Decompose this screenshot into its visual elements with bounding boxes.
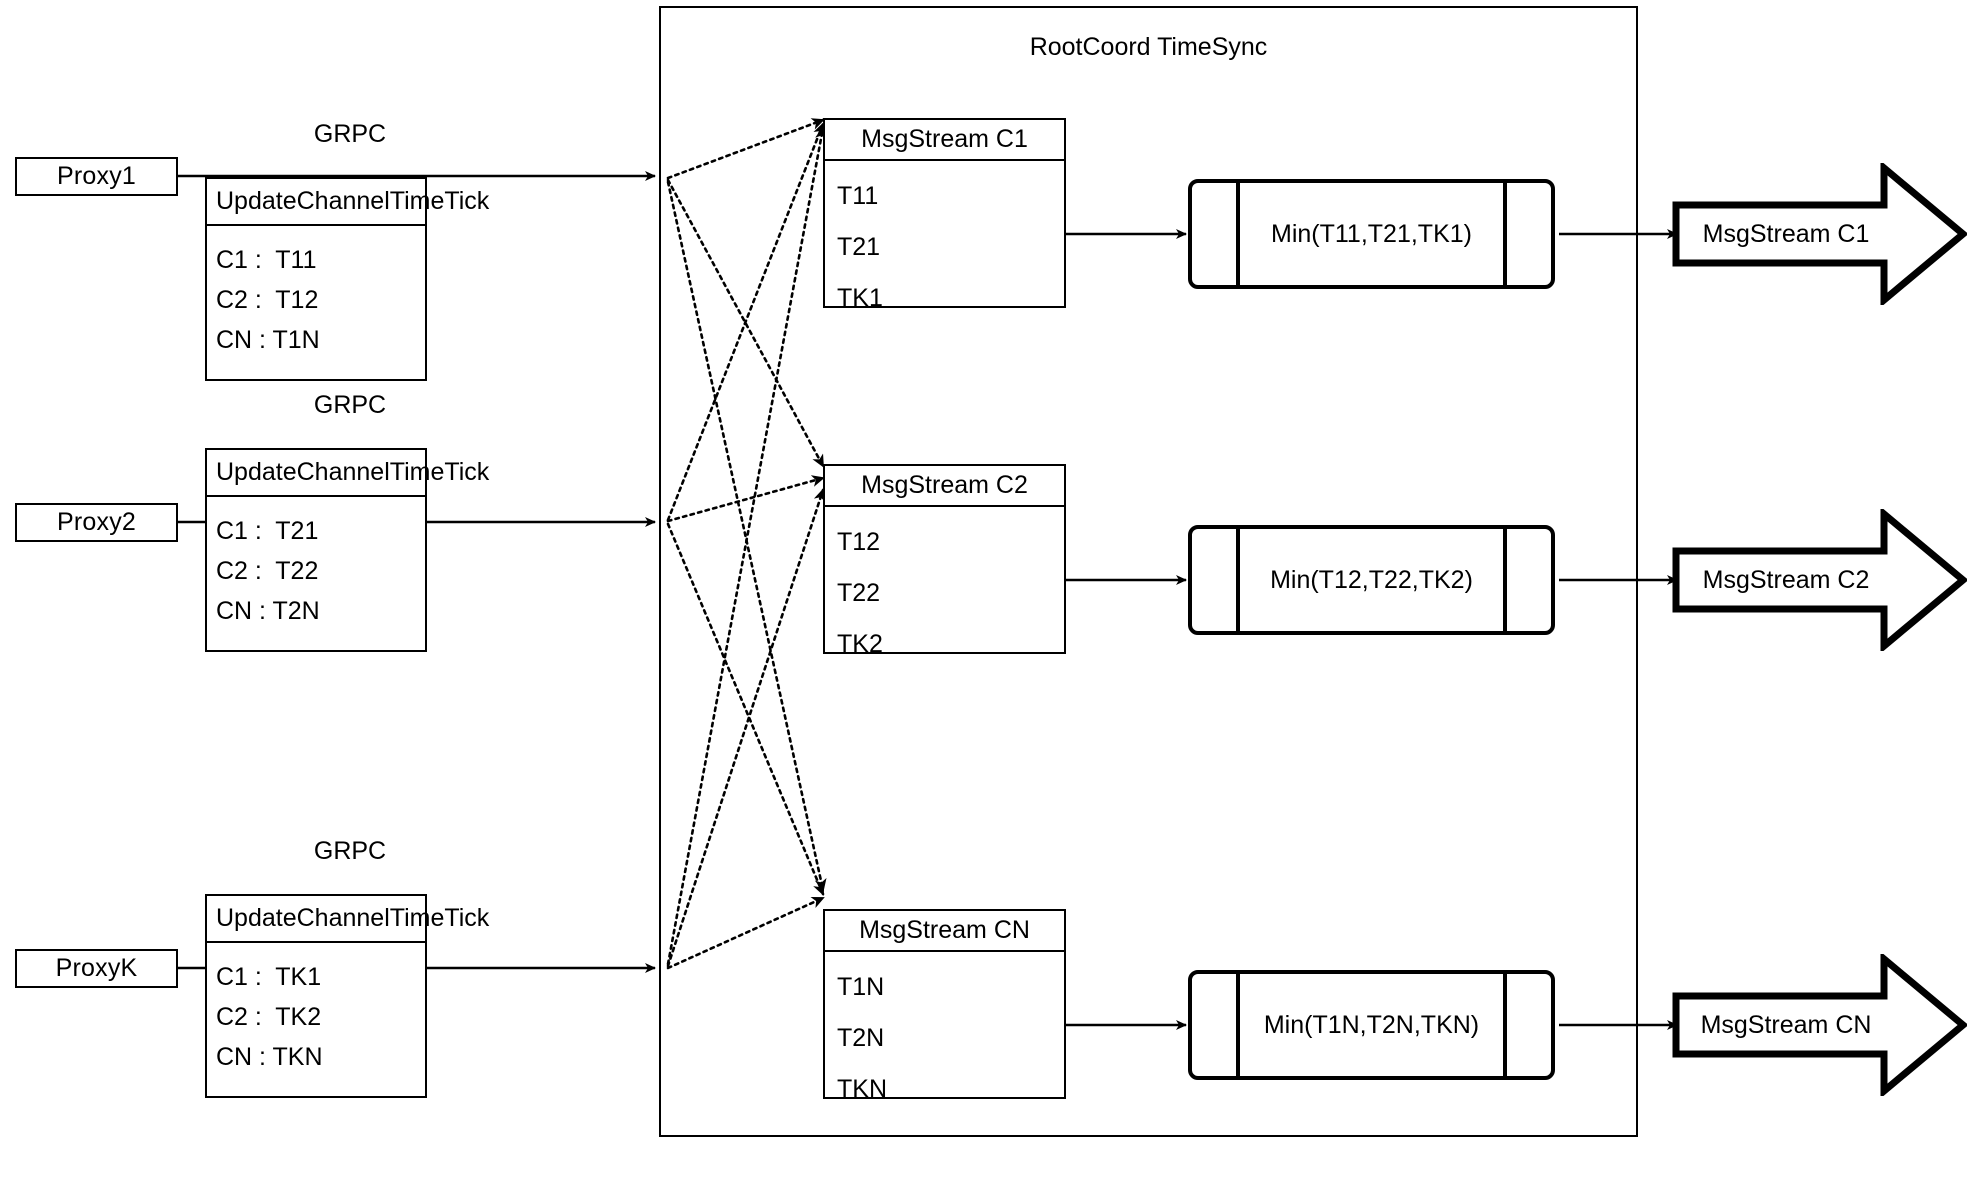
min-label-cn: Min(T1N,T2N,TKN) [1263,1010,1480,1039]
block-arrow-shape-c2 [1672,509,1967,651]
proxy-box-proxyk[interactable]: ProxyK [15,949,178,988]
msgstream-title-c2: MsgStream C2 [825,466,1064,507]
tick-row: CN : T2N [216,597,320,625]
msgstream-tick: T22 [837,579,881,607]
msgstream-tick: T2N [837,1024,885,1052]
updatechanneltimetick-rows-proxyk: C1 : TK1 C2 : TK2 CN : TKN [207,943,425,1077]
msgstream-box-c2: MsgStream C2 T12 T22 TK2 [823,464,1066,658]
tick-row: C2 : TK2 [216,1003,322,1031]
grpc-label-proxy1: GRPC [313,120,387,148]
updatechanneltimetick-title-proxy1: UpdateChannelTimeTick [207,179,489,226]
grpc-label-proxyk: GRPC [313,837,387,865]
block-arrow-shape-cn [1672,954,1967,1096]
msgstream-tick: T21 [837,233,881,261]
tick-row: C2 : T12 [216,286,319,314]
min-label-c2: Min(T12,T22,TK2) [1270,565,1473,594]
msgstream-title-cn: MsgStream CN [825,911,1064,952]
updatechanneltimetick-title-proxyk: UpdateChannelTimeTick [207,896,489,943]
output-block-arrow-c2: MsgStream C2 [1672,509,1967,651]
output-block-arrow-c1: MsgStream C1 [1672,163,1967,305]
tick-row: C1 : T21 [216,517,319,545]
rootcoord-timesync-title: RootCoord TimeSync [1029,33,1268,61]
block-arrow-shape-c1 [1672,163,1967,305]
rootcoord-timesync-container [659,6,1638,1137]
proxy-label-proxy2: Proxy2 [56,508,136,536]
grpc-label-proxy2: GRPC [313,391,387,419]
min-box-cn: Min(T1N,T2N,TKN) [1188,970,1555,1080]
min-box-c1: Min(T11,T21,TK1) [1188,179,1555,289]
proxy-box-proxy2[interactable]: Proxy2 [15,503,178,542]
updatechanneltimetick-box-proxy1: UpdateChannelTimeTick C1 : T11 C2 : T12 … [205,177,489,381]
updatechanneltimetick-title-proxy2: UpdateChannelTimeTick [207,450,489,497]
output-block-arrow-cn: MsgStream CN [1672,954,1967,1096]
updatechanneltimetick-box-proxy2: UpdateChannelTimeTick C1 : T21 C2 : T22 … [205,448,489,652]
msgstream-box-c1: MsgStream C1 T11 T21 TK1 [823,118,1066,312]
tick-row: CN : T1N [216,326,320,354]
msgstream-title-c1: MsgStream C1 [825,120,1064,161]
msgstream-tick: T11 [837,182,879,210]
msgstream-box-cn: MsgStream CN T1N T2N TKN [823,909,1066,1103]
proxy-label-proxy1: Proxy1 [56,162,136,190]
updatechanneltimetick-rows-proxy1: C1 : T11 C2 : T12 CN : T1N [207,226,425,360]
min-label-c1: Min(T11,T21,TK1) [1271,219,1472,248]
proxy-label-proxyk: ProxyK [55,954,138,982]
output-label-c1: MsgStream C1 [1702,219,1870,248]
msgstream-ticks-c1: T11 T21 TK1 [825,161,1064,324]
msgstream-tick: T12 [837,528,881,556]
output-label-c2: MsgStream C2 [1702,565,1870,594]
msgstream-tick: TK1 [837,284,883,312]
tick-row: C1 : TK1 [216,963,322,991]
msgstream-ticks-c2: T12 T22 TK2 [825,507,1064,670]
updatechanneltimetick-rows-proxy2: C1 : T21 C2 : T22 CN : T2N [207,497,425,631]
tick-row: CN : TKN [216,1043,323,1071]
output-label-cn: MsgStream CN [1700,1010,1872,1039]
proxy-box-proxy1[interactable]: Proxy1 [15,157,178,196]
msgstream-ticks-cn: T1N T2N TKN [825,952,1064,1115]
updatechanneltimetick-box-proxyk: UpdateChannelTimeTick C1 : TK1 C2 : TK2 … [205,894,489,1098]
msgstream-tick: TKN [837,1075,887,1103]
msgstream-tick: TK2 [837,630,883,658]
msgstream-tick: T1N [837,973,885,1001]
tick-row: C2 : T22 [216,557,319,585]
tick-row: C1 : T11 [216,246,317,274]
min-box-c2: Min(T12,T22,TK2) [1188,525,1555,635]
